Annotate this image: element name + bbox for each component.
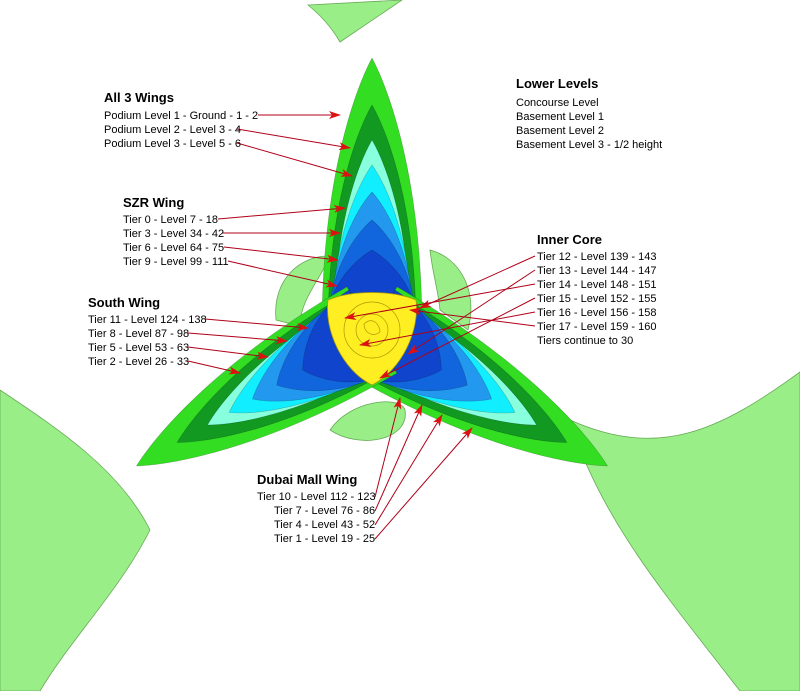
group-inner-core: Inner Core Tier 12 - Level 139 - 143 Tie… (537, 232, 656, 347)
heading: Lower Levels (516, 76, 598, 91)
inter-wing-lobes (275, 249, 472, 441)
label: Tier 4 - Level 43 - 52 (274, 519, 375, 531)
label: Tier 8 - Level 87 - 98 (88, 328, 189, 340)
label: Basement Level 3 - 1/2 height (516, 139, 662, 151)
label: Tier 3 - Level 34 - 42 (123, 228, 224, 240)
label: Tier 12 - Level 139 - 143 (537, 251, 656, 263)
label: Tier 1 - Level 19 - 25 (274, 533, 375, 545)
crescent-right (569, 371, 800, 691)
label: Podium Level 2 - Level 3 - 4 (104, 124, 241, 136)
label: Basement Level 1 (516, 111, 604, 123)
label: Tier 5 - Level 53 - 63 (88, 342, 189, 354)
label: Tier 6 - Level 64 - 75 (123, 242, 224, 254)
label: Tier 16 - Level 156 - 158 (537, 307, 656, 319)
lobe-right (429, 249, 472, 331)
heading: Dubai Mall Wing (257, 472, 357, 487)
heading: SZR Wing (123, 195, 184, 210)
lobe-left (275, 255, 331, 327)
heading: Inner Core (537, 232, 602, 247)
label: Tier 9 - Level 99 - 111 (123, 256, 229, 268)
crescent-left (0, 389, 151, 691)
label: Tier 15 - Level 152 - 155 (537, 293, 656, 305)
label: Concourse Level (516, 97, 599, 109)
group-dubai-mall-wing: Dubai Mall Wing Tier 10 - Level 112 - 12… (257, 472, 376, 545)
group-all-wings: All 3 Wings Podium Level 1 - Ground - 1 … (104, 90, 258, 150)
callout-arrows (187, 111, 536, 540)
label: Tier 11 - Level 124 - 138 (88, 314, 207, 326)
heading: South Wing (88, 295, 160, 310)
label: Tier 10 - Level 112 - 123 (257, 491, 376, 503)
label: Tiers continue to 30 (537, 335, 633, 347)
heading: All 3 Wings (104, 90, 174, 105)
label: Tier 13 - Level 144 - 147 (537, 265, 656, 277)
label: Tier 14 - Level 148 - 151 (537, 279, 656, 291)
label: Basement Level 2 (516, 125, 604, 137)
group-szr-wing: SZR Wing Tier 0 - Level 7 - 18 Tier 3 - … (123, 195, 229, 268)
group-south-wing: South Wing Tier 11 - Level 124 - 138 Tie… (88, 295, 207, 368)
group-lower-levels: Lower Levels Concourse Level Basement Le… (516, 76, 662, 151)
wing-szr (321, 57, 423, 331)
label: Tier 7 - Level 76 - 86 (274, 505, 375, 517)
label: Tier 2 - Level 26 - 33 (88, 356, 189, 368)
label: Tier 17 - Level 159 - 160 (537, 321, 656, 333)
label: Podium Level 1 - Ground - 1 - 2 (104, 110, 258, 122)
crescent-top (306, 0, 403, 43)
label: Podium Level 3 - Level 5 - 6 (104, 138, 241, 150)
lobe-bottom (329, 401, 406, 441)
label: Tier 0 - Level 7 - 18 (123, 214, 218, 226)
